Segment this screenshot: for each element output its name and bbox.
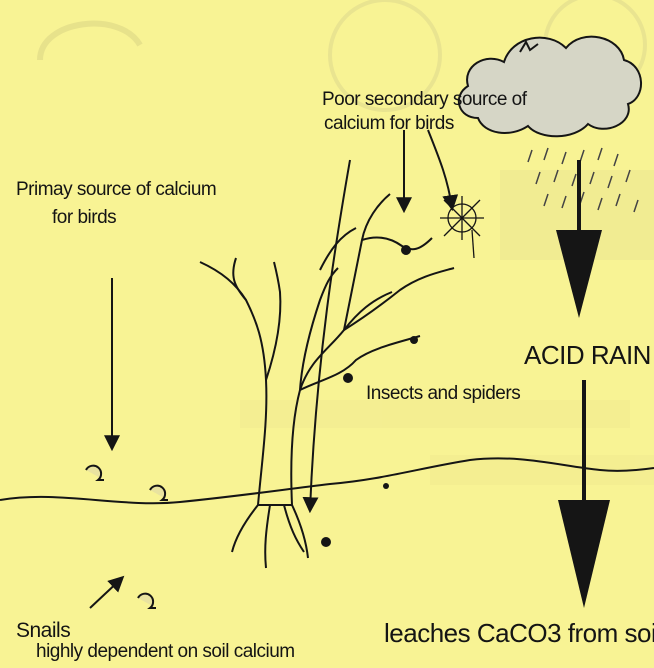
label-primary-line2: for birds bbox=[52, 206, 116, 230]
label-leaches: leaches CaCO3 from soil bbox=[384, 618, 654, 648]
spider-web bbox=[440, 196, 484, 258]
label-snails-note: highly dependent on soil calcium bbox=[36, 640, 295, 664]
label-primary-line1: Primay source of calcium bbox=[16, 178, 216, 202]
label-insects: Insects and spiders bbox=[366, 382, 520, 406]
label-poor-secondary-line1: Poor secondary source of bbox=[322, 88, 527, 112]
snails bbox=[86, 466, 168, 608]
rain-cloud bbox=[459, 37, 641, 137]
label-acid-rain: ACID RAIN bbox=[524, 340, 651, 370]
label-poor-secondary-line2: calcium for birds bbox=[324, 112, 454, 136]
tree bbox=[200, 194, 454, 568]
